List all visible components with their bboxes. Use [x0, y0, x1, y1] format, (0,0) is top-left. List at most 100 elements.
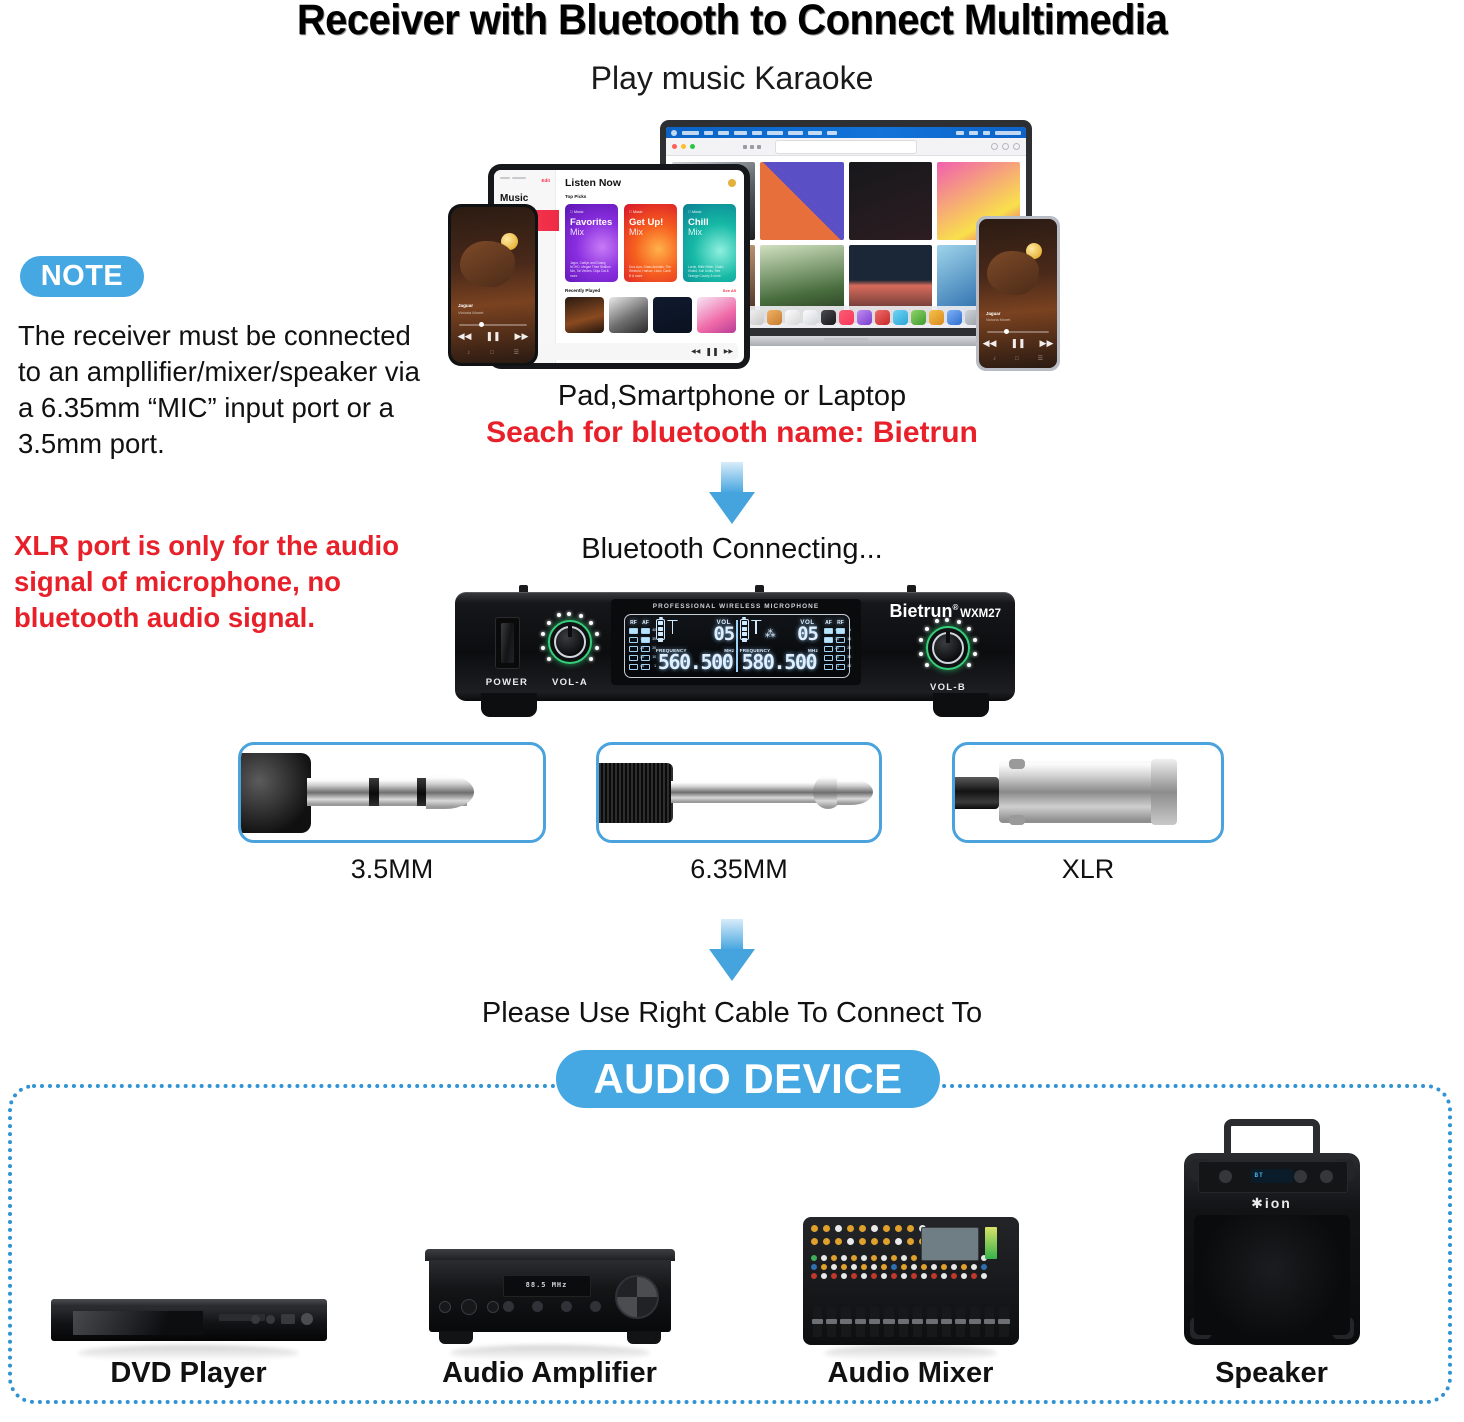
airplay-icon[interactable]: □: [1014, 355, 1019, 362]
channel-a-frequency: 560.500: [657, 650, 734, 674]
vol-label: VOL: [800, 619, 815, 626]
device-label: Audio Amplifier: [442, 1357, 657, 1389]
volume-b-knob[interactable]: [919, 618, 977, 677]
mix-subtitle: Mix: [688, 225, 702, 236]
device-label: DVD Player: [110, 1357, 267, 1389]
lcd-channel-a: VOL 05 FREQUENCY MHz 560.500: [654, 615, 736, 677]
apple-music-badge: Music: [571, 209, 583, 214]
pause-icon[interactable]: ❚❚: [485, 331, 501, 341]
iphone-mockup: Jaguar Victoria Monet ◀◀ ❚❚ ▶▶ ♪ □ ☰: [448, 204, 538, 366]
mini-jack-plug-icon: [238, 742, 546, 843]
lcd-channel-b: ⁂ VOL 05 FREQUENCY MHz 580.500: [738, 615, 820, 677]
mix-title: Chill: [688, 216, 709, 227]
macos-menubar: [666, 127, 1026, 138]
brand-logo: Bietrun®WXM27: [887, 601, 1001, 622]
power-label: POWER: [485, 677, 529, 688]
connector-3-5mm: 3.5MM: [238, 742, 546, 885]
shuffle-icon[interactable]: ♪: [466, 349, 470, 356]
device-label: Speaker: [1215, 1357, 1328, 1389]
battery-icon: [739, 619, 749, 642]
note-body-text: The receiver must be connected to an amp…: [18, 320, 420, 460]
listen-now-title: Listen Now: [565, 177, 622, 189]
quarter-inch-plug-icon: [596, 742, 882, 843]
receiver-display-panel: PROFESSIONAL WIRELESS MICROPHONE RF 1102…: [611, 599, 861, 685]
page-subtitle: Play music Karaoke: [590, 60, 874, 96]
mhz-label: MHz: [807, 648, 818, 653]
music-window-toolbar: [666, 138, 1026, 156]
mix-title: Favorites: [570, 216, 613, 227]
top-picks-label: Top Picks: [565, 194, 587, 199]
mix-card[interactable]: Music Chill Mix Lorde, Billie Eilish, C…: [683, 204, 736, 282]
track-title: Jaguar: [458, 303, 474, 308]
mix-card[interactable]: Music Favorites Mix Jagur, Caitlyn and …: [565, 204, 618, 282]
prev-icon[interactable]: ◀◀: [457, 331, 472, 341]
bluetooth-icon: ⁂: [764, 627, 776, 640]
volume-a-knob[interactable]: [541, 612, 599, 671]
wireless-receiver-unit: POWER VOL-A PROFESSIONAL WIRELESS MICROP…: [455, 585, 1015, 725]
listen-now-header: Listen Now: [565, 177, 736, 189]
see-all-link[interactable]: See All: [722, 288, 736, 293]
lyrics-icon[interactable]: ☰: [1037, 356, 1043, 362]
channel-a-volume: 05: [713, 623, 735, 645]
mix-blurb: Jagur, Caitlyn and Dosey, NOHO, Megan Th…: [570, 260, 611, 278]
audio-device-amplifier: 88.5 MHz Audio Amplifier: [369, 1084, 730, 1404]
mix-subtitle: Mix: [629, 225, 643, 236]
apple-music-badge: Music: [630, 209, 642, 214]
pause-icon[interactable]: ❚❚: [705, 347, 719, 356]
recently-played-row: [565, 297, 736, 333]
android-phone-mockup: Jaguar Victoria Monet ◀◀ ❚❚ ▶▶ ♪ □ ☰: [976, 216, 1060, 371]
track-artist: Victoria Monet: [458, 310, 484, 315]
audio-mixer-image: [802, 1217, 1019, 1361]
lyrics-icon[interactable]: ☰: [513, 350, 519, 356]
track-artist: Victoria Monet: [986, 318, 1011, 322]
device-label: Audio Mixer: [827, 1357, 994, 1389]
down-arrow-icon: [709, 919, 755, 981]
audio-amplifier-image: 88.5 MHz: [424, 1249, 675, 1361]
power-switch[interactable]: [495, 617, 520, 669]
track-title: Jaguar: [986, 311, 1001, 316]
dvd-player-image: [50, 1299, 327, 1361]
album-thumb[interactable]: [565, 297, 604, 333]
prev-icon[interactable]: ◀◀: [691, 349, 701, 355]
model-number: WXM27: [960, 608, 1001, 620]
connector-6-35mm: 6.35MM: [596, 742, 882, 885]
af-label: AF: [642, 620, 649, 626]
frequency-label: FREQUENCY: [656, 648, 687, 653]
multimedia-device-cluster: MacBook Air Music Edit List: [448, 112, 1068, 377]
next-icon[interactable]: ▶▶: [1039, 338, 1054, 348]
battery-icon: [656, 619, 665, 642]
next-icon[interactable]: ▶▶: [723, 349, 733, 355]
shuffle-icon[interactable]: ♪: [992, 355, 996, 362]
device-caption: Pad,Smartphone or Laptop: [557, 380, 907, 412]
mix-blurb: Dua Lipa, Glass Animals, The Weeknd, Har…: [629, 265, 671, 278]
connector-label: 6.35MM: [690, 854, 788, 884]
mix-card[interactable]: Music Get Up! Mix Dua Lipa, Glass Anima…: [624, 204, 677, 282]
vol-label: VOL: [716, 619, 732, 626]
album-thumb[interactable]: [697, 297, 736, 333]
channel-b-volume: 05: [797, 623, 819, 645]
brand-name: Bietrun: [889, 601, 953, 621]
apple-music-badge: Music: [689, 209, 701, 214]
sidebar-title: Music: [500, 193, 529, 204]
pause-icon[interactable]: ❚❚: [1010, 338, 1026, 348]
audio-device-row: DVD Player 88.5 MHz Audio Amplifier: [8, 1084, 1452, 1404]
speaker-image: BT ✱ion: [1183, 1119, 1360, 1345]
note-badge: NOTE: [20, 256, 144, 297]
xlr-connector-icon: [952, 742, 1224, 843]
connector-label: 3.5MM: [350, 854, 434, 884]
down-arrow-icon: [709, 462, 755, 524]
album-thumb[interactable]: [609, 297, 648, 333]
album-thumb[interactable]: [653, 297, 692, 333]
channel-b-frequency: 580.500: [741, 650, 818, 674]
audio-device-speaker: BT ✱ion Speaker: [1091, 1084, 1452, 1404]
connector-label: XLR: [1061, 854, 1115, 884]
audio-device-pill: AUDIO DEVICE: [556, 1050, 940, 1108]
airplay-icon[interactable]: □: [489, 349, 494, 356]
speaker-brand: ✱ion: [1251, 1195, 1292, 1211]
next-icon[interactable]: ▶▶: [514, 331, 529, 341]
mini-player[interactable]: Jaguar ◀◀ ❚❚ ▶▶: [500, 343, 738, 360]
prev-icon[interactable]: ◀◀: [982, 338, 997, 348]
recently-played-label: Recently Played: [565, 288, 601, 293]
